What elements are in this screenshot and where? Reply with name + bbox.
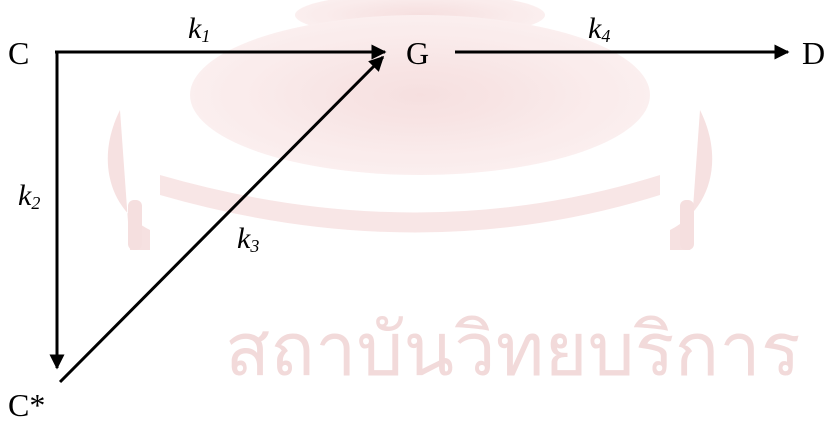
node-c: C bbox=[8, 35, 29, 71]
rate-k2-base: k bbox=[18, 179, 32, 212]
rate-k1-sub: 1 bbox=[201, 26, 210, 46]
emblem-right-drape bbox=[670, 110, 713, 250]
rate-k3-sub: 3 bbox=[249, 236, 259, 256]
rate-label-k3: k3 bbox=[237, 222, 259, 256]
node-d: D bbox=[802, 35, 825, 71]
node-c-star: C* bbox=[8, 387, 45, 423]
rate-k3-base: k bbox=[237, 222, 251, 255]
rate-k4-sub: 4 bbox=[601, 26, 610, 46]
emblem-left-tassel bbox=[128, 200, 142, 250]
rate-k4-base: k bbox=[588, 12, 602, 45]
emblem-right-tassel bbox=[680, 200, 694, 250]
rate-k1-base: k bbox=[188, 12, 202, 45]
node-g: G bbox=[406, 35, 429, 71]
emblem-left-drape bbox=[107, 110, 150, 250]
rate-label-k1: k1 bbox=[188, 12, 210, 46]
watermark-text: สถาบันวิทยบริการ bbox=[225, 307, 801, 393]
rate-label-k4: k4 bbox=[588, 12, 610, 46]
arrow-cstar-to-g bbox=[58, 55, 385, 384]
rate-k2-sub: 2 bbox=[31, 193, 40, 213]
emblem-base bbox=[160, 175, 660, 233]
rate-label-k2: k2 bbox=[18, 179, 40, 213]
